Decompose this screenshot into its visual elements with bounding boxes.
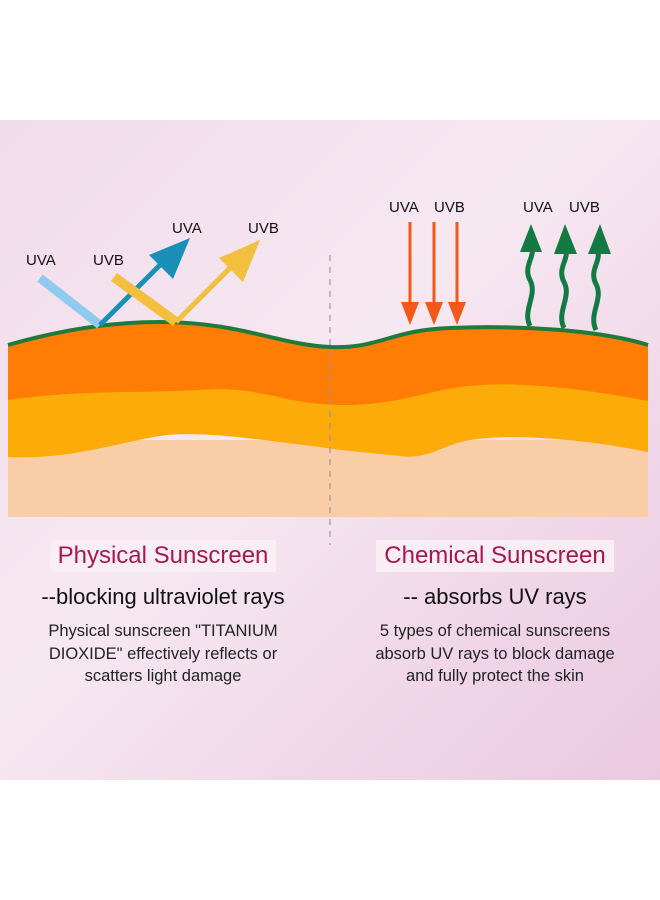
arrow-down-icon — [448, 302, 466, 325]
label-uva-out: UVA — [172, 220, 202, 237]
wavy-arrow — [591, 247, 601, 332]
label-uva-in: UVA — [26, 252, 56, 269]
physical-title: Physical Sunscreen — [49, 540, 277, 572]
description-line: Physical sunscreen "TITANIUM — [48, 622, 278, 640]
arrow-up-icon — [588, 224, 611, 254]
physical-description: Physical sunscreen "TITANIUM DIOXIDE" ef… — [13, 620, 313, 688]
skin-base-layer — [8, 440, 648, 517]
wavy-arrow — [525, 243, 535, 328]
physical-subtitle: --blocking ultraviolet rays — [41, 584, 285, 609]
description-line: and fully protect the skin — [406, 667, 584, 685]
uvb-reflected-arrow — [174, 258, 240, 324]
description-line: absorb UV rays to block damage — [375, 644, 615, 663]
physical-section: Physical Sunscreen --blocking ultraviole… — [13, 540, 313, 688]
chemical-subtitle: -- absorbs UV rays — [403, 584, 587, 609]
arrow-up-icon — [554, 224, 577, 254]
arrow-up-icon — [520, 224, 542, 252]
wavy-arrow — [559, 245, 569, 330]
label-uvb-in: UVB — [93, 252, 124, 269]
uvb-incoming-ray — [111, 272, 179, 327]
chemical-title: Chemical Sunscreen — [376, 540, 614, 572]
chemical-description: 5 types of chemical sunscreens absorb UV… — [345, 620, 645, 688]
skin-top-layer — [8, 322, 648, 406]
uva-reflected-arrowhead-icon — [149, 238, 190, 279]
uva-incoming-ray — [37, 274, 103, 329]
chemical-section: Chemical Sunscreen -- absorbs UV rays 5 … — [345, 540, 645, 688]
label-uvb-in: UVB — [434, 199, 465, 216]
label-uvb-out: UVB — [248, 220, 279, 237]
label-uvb-out: UVB — [569, 199, 600, 216]
uvb-reflected-arrowhead-icon — [219, 240, 260, 282]
arrow-down-icon — [401, 302, 419, 325]
description-line: 5 types of chemical sunscreens — [379, 622, 611, 640]
description-line: scatters light damage — [84, 667, 242, 685]
description-line: DIOXIDE" effectively reflects or — [48, 644, 278, 663]
skin-surface-line — [7, 319, 649, 350]
absorbed-arrows — [401, 222, 466, 325]
released-wavy-arrows — [520, 224, 611, 332]
label-uva-in: UVA — [389, 199, 419, 216]
skin-mid-layer — [8, 370, 648, 458]
arrow-down-icon — [425, 302, 443, 325]
label-uva-out: UVA — [523, 199, 553, 216]
